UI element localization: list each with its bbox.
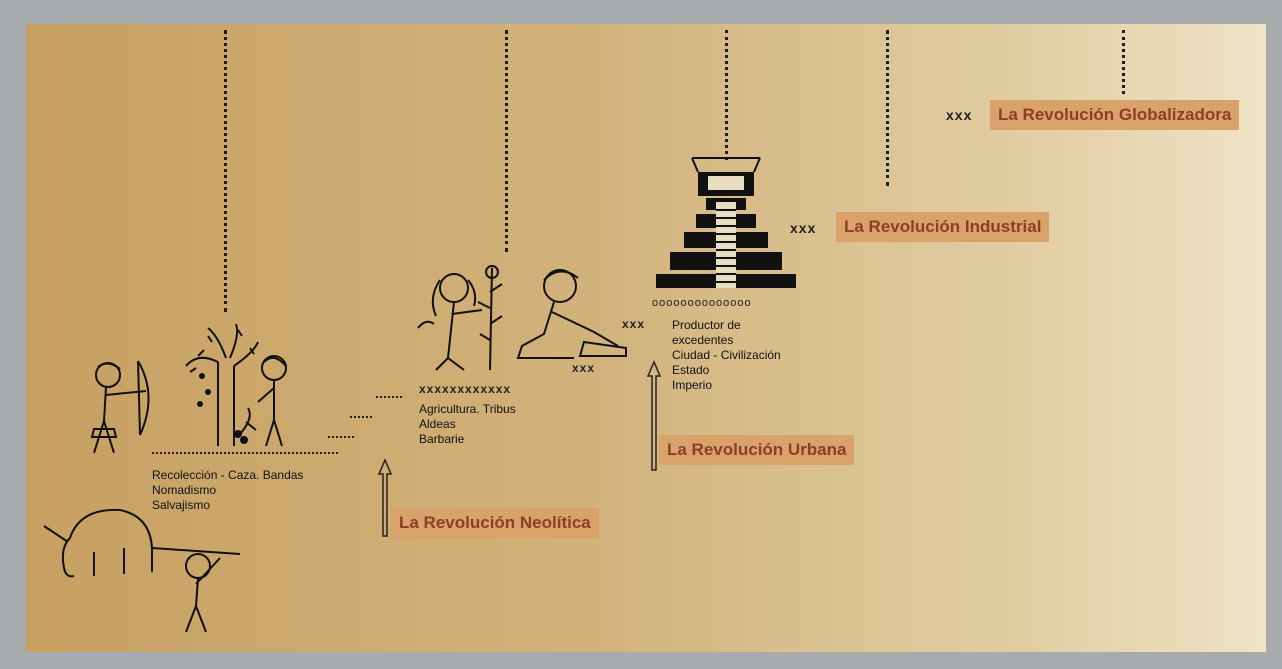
urban-line-2: excedentes xyxy=(672,333,734,347)
dotted-line-v4 xyxy=(886,30,889,186)
mammoth-hunt-icon xyxy=(43,508,241,633)
up-arrow-icon xyxy=(646,360,662,471)
agri-stage-text: Agricultura. Tribus Aldeas Barbarie xyxy=(419,402,516,447)
archer-icon xyxy=(90,360,150,454)
pyramid-circles: oooooooooooooo xyxy=(652,297,752,309)
urban-stage-text: Productor de excedentes Ciudad - Civiliz… xyxy=(672,318,781,393)
kneeling-marks: xxx xyxy=(572,361,596,375)
agri-marks: xxxxxxxxxxxx xyxy=(419,382,512,396)
dotted-line-v1 xyxy=(224,30,227,312)
hunter-line-1: Recolección - Caza. Bandas xyxy=(152,468,304,482)
dotted-step-3 xyxy=(350,416,372,418)
hunter-line-3: Salvajismo xyxy=(152,498,211,512)
hunter-line-2: Nomadismo xyxy=(152,483,217,497)
label-industrial: La Revolución Industrial xyxy=(836,212,1050,242)
industrial-marks: xxx xyxy=(790,220,817,236)
stepped-pyramid-icon xyxy=(656,157,796,288)
agri-line-3: Barbarie xyxy=(419,432,465,446)
dotted-step-1 xyxy=(152,452,338,454)
urban-line-4: Estado xyxy=(672,363,710,377)
dotted-line-v2 xyxy=(505,30,508,252)
agri-line-2: Aldeas xyxy=(419,417,456,431)
global-marks: xxx xyxy=(946,107,973,123)
urban-line-1: Productor de xyxy=(672,318,741,332)
urban-marks: xxx xyxy=(622,317,646,331)
farmer-with-plant-icon xyxy=(417,265,503,371)
up-arrow-icon xyxy=(377,458,393,537)
gatherer-at-tree-icon xyxy=(185,323,287,447)
dotted-line-v5 xyxy=(1122,30,1125,94)
hunter-stage-text: Recolección - Caza. Bandas Nomadismo Sal… xyxy=(152,468,303,513)
label-neolithic: La Revolución Neolítica xyxy=(391,508,599,538)
dotted-step-2 xyxy=(328,436,354,438)
label-urban: La Revolución Urbana xyxy=(659,435,855,465)
agri-line-1: Agricultura. Tribus xyxy=(419,402,516,416)
urban-line-3: Ciudad - Civilización xyxy=(672,348,781,362)
label-global: La Revolución Globalizadora xyxy=(990,100,1240,130)
kneeling-worker-icon xyxy=(516,269,627,359)
dotted-line-v3 xyxy=(725,30,728,160)
urban-line-5: Imperio xyxy=(672,378,713,392)
dotted-step-4 xyxy=(376,396,402,398)
